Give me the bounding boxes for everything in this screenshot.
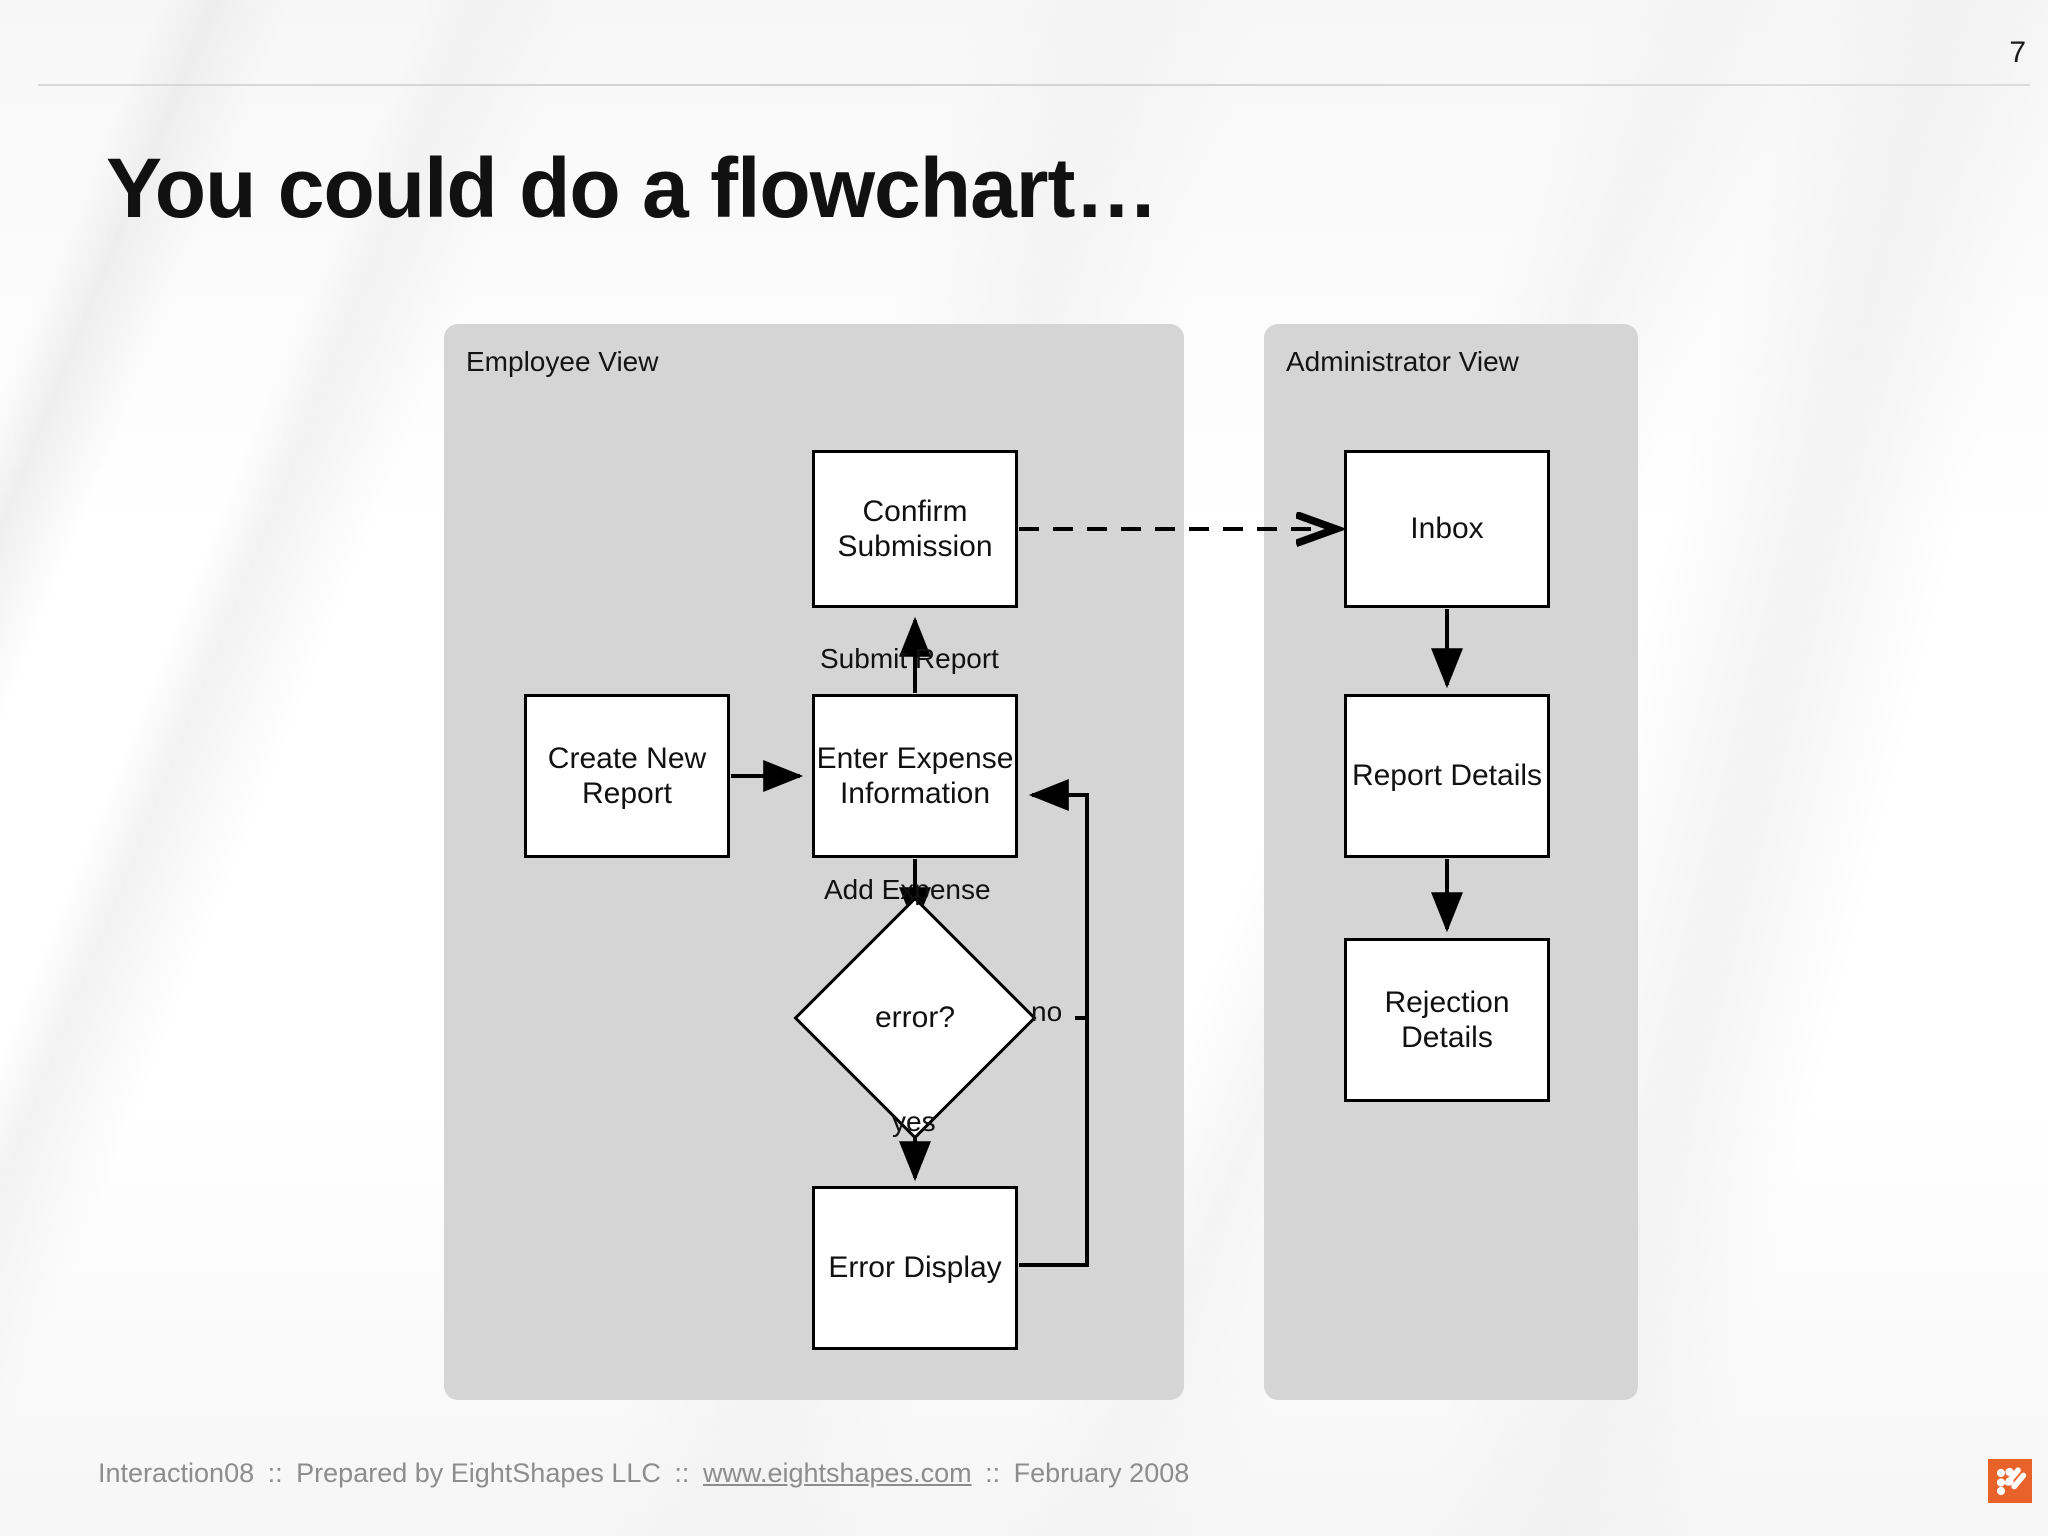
edge-label-yes: yes	[892, 1106, 936, 1137]
node-error-decision[interactable]: error?	[793, 896, 1037, 1140]
node-create-new-report-line1: Create New	[547, 741, 707, 775]
edge-label-submit-report: Submit Report	[820, 643, 999, 674]
edge-label-add-expense: Add Expense	[824, 874, 991, 905]
footer-separator-2: ::	[674, 1458, 690, 1488]
footer-website-link[interactable]: www.eightshapes.com	[702, 1458, 972, 1488]
node-error-decision-label: error?	[874, 1001, 956, 1034]
footer-prepared-by: Prepared by EightShapes LLC	[296, 1458, 661, 1488]
footer-separator-1: ::	[267, 1458, 283, 1488]
header-divider	[38, 84, 2030, 86]
node-confirm-submission-line2: Submission	[837, 530, 993, 563]
node-create-new-report[interactable]: Create New Report	[524, 694, 730, 858]
swimlane-label-employee: Employee View	[466, 346, 659, 377]
footer-date: February 2008	[1013, 1458, 1190, 1488]
edge-label-no: no	[1031, 996, 1063, 1027]
node-inbox-label: Inbox	[1410, 512, 1484, 546]
node-enter-expense-information-line1: Enter Expense	[816, 741, 1014, 775]
footer-event: Interaction08	[98, 1458, 255, 1488]
node-error-display[interactable]: Error Display	[812, 1186, 1018, 1350]
node-create-new-report-line2: Report	[581, 777, 673, 810]
node-confirm-submission[interactable]: Confirm Submission	[812, 450, 1018, 608]
node-enter-expense-information[interactable]: Enter Expense Information	[812, 694, 1018, 858]
node-enter-expense-information-line2: Information	[839, 777, 991, 810]
node-confirm-submission-line1: Confirm	[862, 494, 968, 528]
node-error-display-label: Error Display	[828, 1251, 1002, 1285]
node-rejection-details[interactable]: Rejection Details	[1344, 938, 1550, 1102]
node-report-details[interactable]: Report Details	[1344, 694, 1550, 858]
page-number: 7	[2009, 36, 2026, 69]
node-rejection-details-line2: Details	[1401, 1021, 1493, 1054]
swimlane-label-administrator: Administrator View	[1286, 346, 1519, 377]
node-inbox[interactable]: Inbox	[1344, 450, 1550, 608]
footer: Interaction08 :: Prepared by EightShapes…	[98, 1458, 1189, 1489]
node-rejection-details-line1: Rejection	[1384, 985, 1510, 1019]
node-report-details-label: Report Details	[1351, 759, 1543, 793]
page-title: You could do a flowchart…	[106, 141, 1158, 235]
eightshapes-logo-icon	[1988, 1459, 2032, 1503]
footer-separator-3: ::	[985, 1458, 1001, 1488]
